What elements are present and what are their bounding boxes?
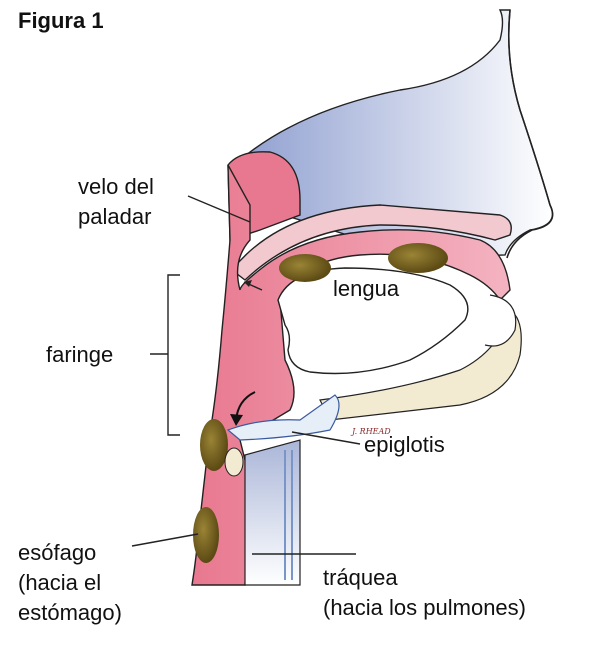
label-esofago-line2: (hacia el	[18, 570, 101, 595]
label-velo-line2: paladar	[78, 204, 151, 229]
faringe-bracket	[150, 275, 180, 435]
leader-epiglotis	[292, 432, 360, 444]
leader-esofago	[132, 534, 198, 546]
food-bolus-esophagus	[193, 507, 219, 563]
food-bolus-pharynx	[200, 419, 228, 471]
label-traquea-line1: tráquea	[323, 565, 398, 590]
food-bolus-palate-right	[388, 243, 448, 273]
label-traquea-line2: (hacia los pulmones)	[323, 595, 526, 620]
label-velo-line1: velo del	[78, 174, 154, 199]
label-esofago-line1: esófago	[18, 540, 96, 565]
label-lengua: lengua	[333, 276, 400, 301]
label-esofago-line3: estómago)	[18, 600, 122, 625]
artist-signature: J. RHEAD	[350, 427, 391, 436]
label-faringe: faringe	[46, 342, 113, 367]
food-bolus-palate-left	[279, 254, 331, 282]
larynx-cartilage	[225, 448, 243, 476]
